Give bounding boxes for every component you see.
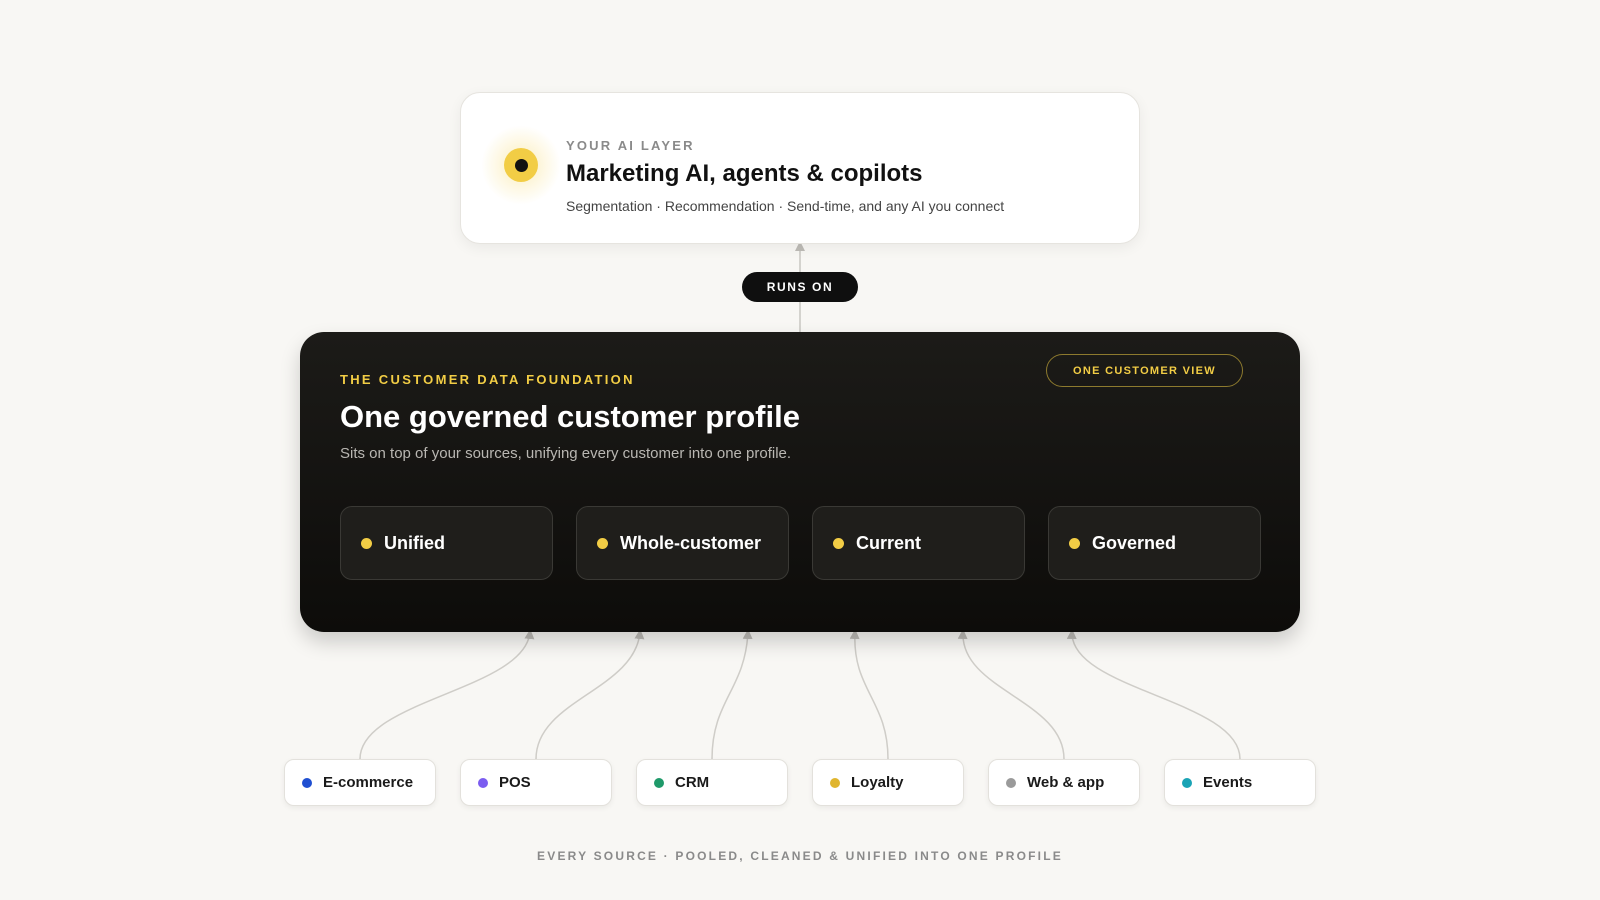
foundation-subtitle: Sits on top of your sources, unifying ev…: [340, 445, 792, 462]
bullet-dot-icon: [833, 537, 844, 549]
source-label: E-commerce: [323, 774, 414, 791]
source-chip-events: Events: [1164, 759, 1316, 806]
bullet-dot-icon: [361, 537, 372, 549]
bullet-dot-icon: [1069, 537, 1080, 549]
source-connector-ecommerce: [359, 629, 535, 760]
source-chip-pos: POS: [460, 759, 612, 806]
source-connector-crm: [711, 629, 753, 760]
source-chip-web-app: Web & app: [988, 759, 1140, 806]
source-connector-pos: [535, 629, 645, 760]
source-dot-icon: [1182, 777, 1192, 788]
source-connector-loyalty: [849, 629, 889, 760]
source-label: CRM: [675, 774, 710, 791]
ai-layer-eyebrow: YOUR AI LAYER: [566, 138, 695, 153]
source-label: POS: [499, 774, 531, 791]
attribute-label: Unified: [384, 532, 445, 553]
source-dot-icon: [654, 777, 664, 788]
attribute-current: Current: [812, 506, 1025, 580]
attribute-label: Governed: [1092, 532, 1177, 553]
foundation-eyebrow: THE CUSTOMER DATA FOUNDATION: [340, 372, 635, 387]
source-label: Events: [1203, 774, 1253, 791]
source-dot-icon: [830, 777, 840, 788]
source-chip-loyalty: Loyalty: [812, 759, 964, 806]
source-connector-events: [1066, 629, 1241, 760]
ai-layer-title: Marketing AI, agents & copilots: [566, 160, 923, 187]
attribute-whole-customer: Whole-customer: [576, 506, 789, 580]
ai-layer-subtitle: Segmentation · Recommendation · Send-tim…: [566, 198, 1005, 214]
source-dot-icon: [478, 777, 488, 788]
one-customer-view-badge: ONE CUSTOMER VIEW: [1046, 354, 1243, 387]
source-label: Web & app: [1027, 774, 1105, 791]
ai-layer-card: YOUR AI LAYER Marketing AI, agents & cop…: [460, 92, 1140, 244]
footer-caption: EVERY SOURCE · POOLED, CLEANED & UNIFIED…: [537, 849, 1063, 863]
source-chip-crm: CRM: [636, 759, 788, 806]
attribute-label: Whole-customer: [620, 532, 762, 553]
customer-data-foundation-card: THE CUSTOMER DATA FOUNDATION One governe…: [300, 332, 1300, 632]
foundation-title: One governed customer profile: [340, 399, 800, 434]
source-label: Loyalty: [851, 774, 904, 791]
attribute-unified: Unified: [340, 506, 553, 580]
runs-on-pill: RUNS ON: [742, 272, 858, 302]
target-dot-icon: [504, 148, 538, 182]
source-dot-icon: [302, 777, 312, 788]
bullet-dot-icon: [597, 537, 608, 549]
source-dot-icon: [1006, 777, 1016, 788]
source-chip-ecommerce: E-commerce: [284, 759, 436, 806]
attribute-governed: Governed: [1048, 506, 1261, 580]
source-connector-web-app: [957, 629, 1065, 760]
attribute-label: Current: [856, 532, 922, 553]
